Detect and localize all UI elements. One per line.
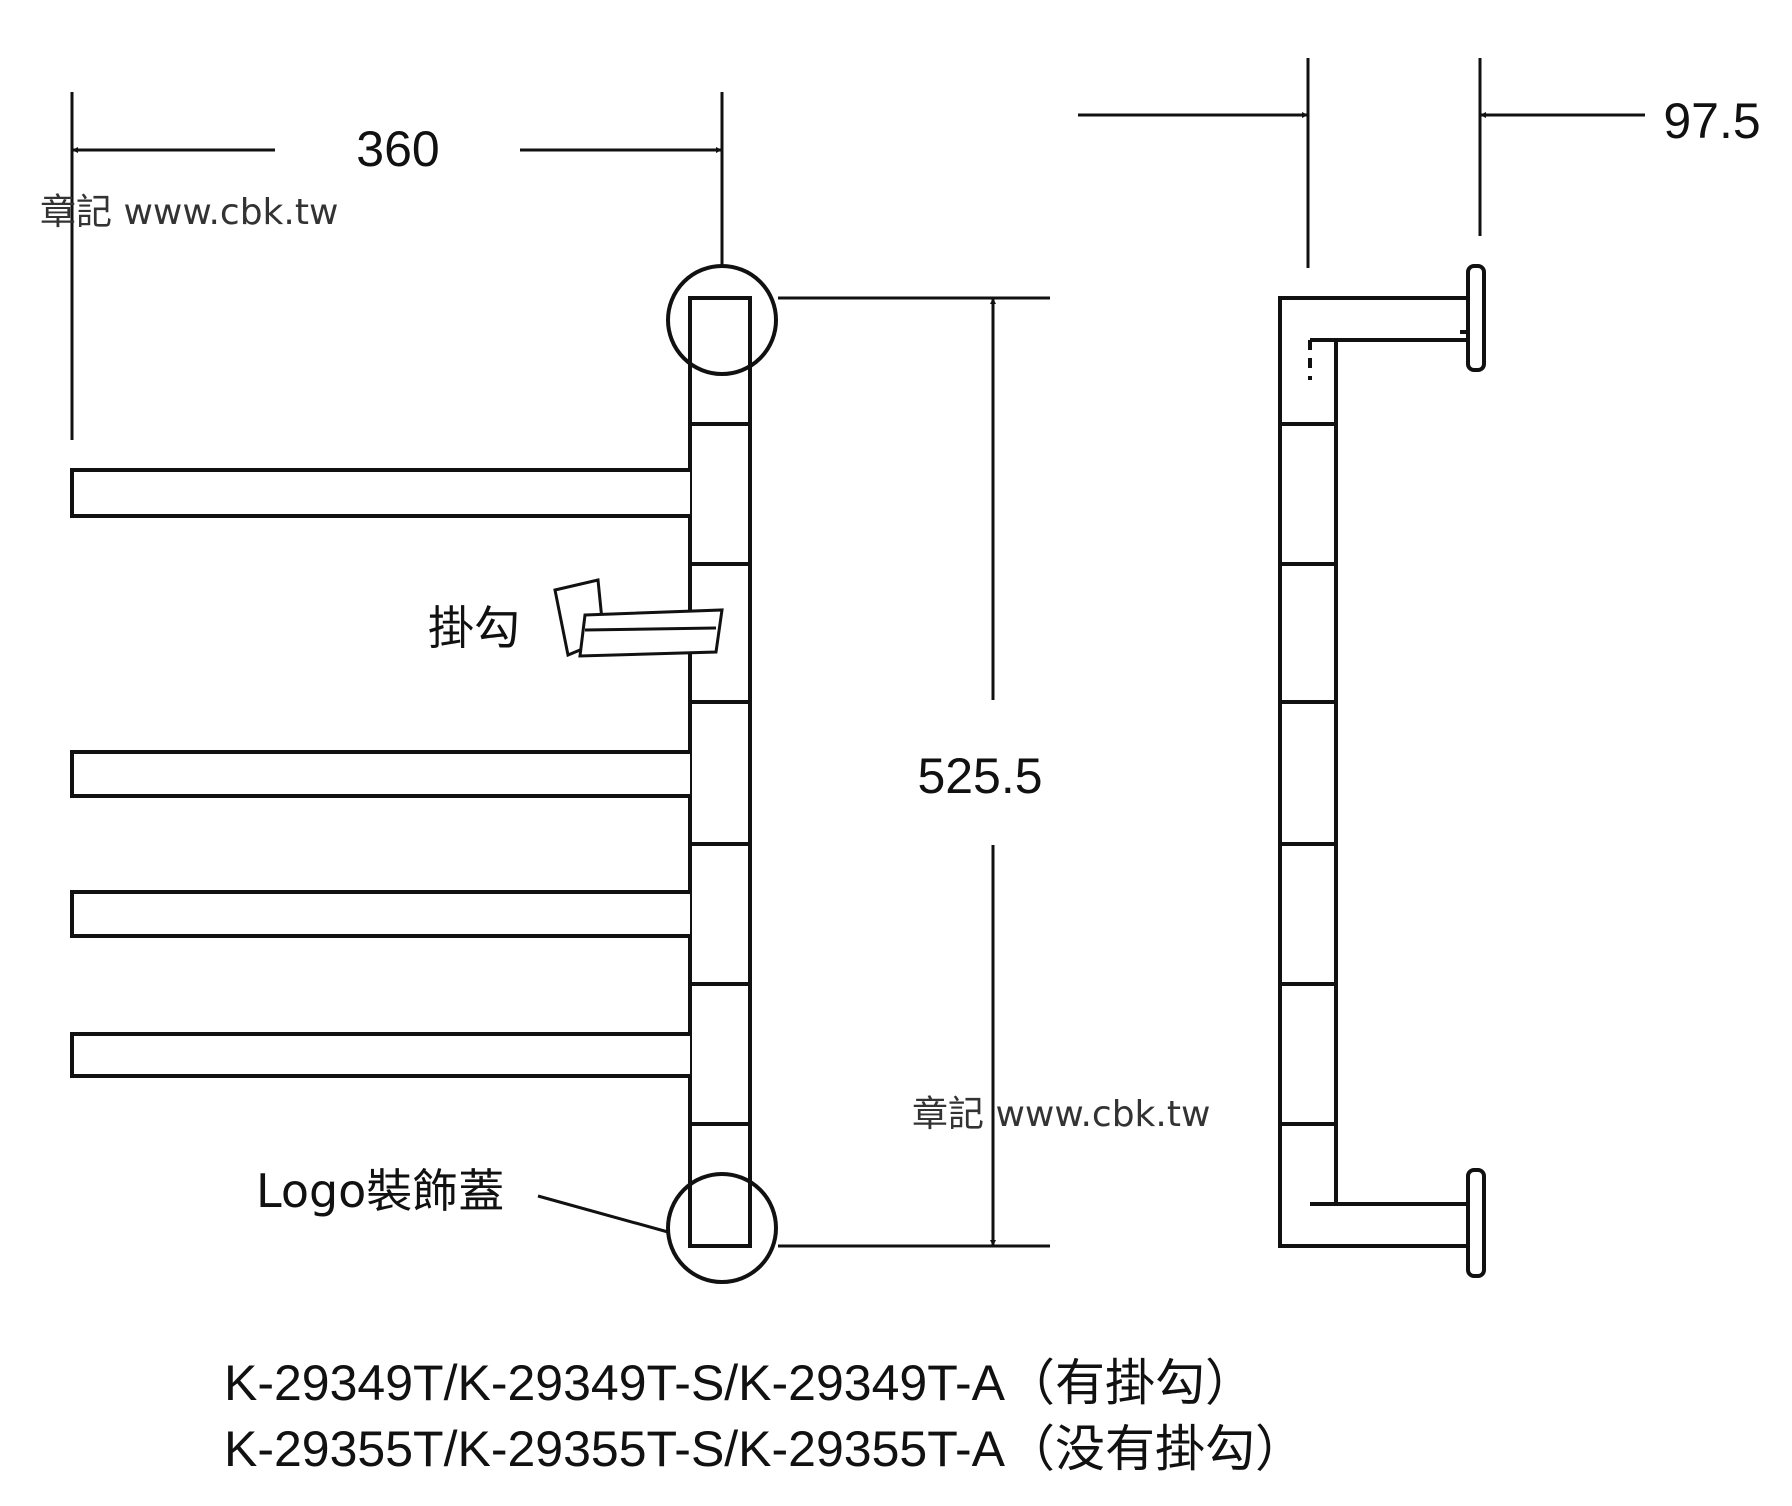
side-bracket-top bbox=[1310, 296, 1472, 342]
side-bracket-bottom bbox=[1310, 1202, 1472, 1248]
side-mount-top bbox=[1466, 264, 1486, 372]
side-post bbox=[1278, 296, 1338, 1248]
logo-cap-leader bbox=[537, 1194, 669, 1234]
depth-dimension bbox=[1078, 58, 1645, 268]
logo-cap-label: Logo裝飾蓋 bbox=[256, 1164, 504, 1218]
watermark-middle: 章記 www.cbk.tw bbox=[912, 1094, 1210, 1135]
height-dimension bbox=[778, 296, 1050, 1248]
width-value: 360 bbox=[356, 121, 439, 177]
side-view bbox=[1278, 264, 1486, 1278]
model-line-2: K-29355T/K-29355T-S/K-29355T-A（没有掛勾） bbox=[224, 1421, 1305, 1477]
depth-value: 97.5 bbox=[1663, 93, 1760, 149]
logo-cap-bottom bbox=[666, 1172, 778, 1284]
watermark-top: 章記 www.cbk.tw bbox=[40, 192, 338, 233]
model-line-1: K-29349T/K-29349T-S/K-29349T-A（有掛勾） bbox=[224, 1355, 1255, 1411]
height-value: 525.5 bbox=[917, 748, 1042, 804]
width-dimension bbox=[70, 92, 724, 440]
arm-3 bbox=[70, 890, 690, 938]
arm-1 bbox=[70, 468, 690, 518]
arm-2 bbox=[70, 750, 690, 798]
hook-label: 掛勾 bbox=[428, 601, 520, 655]
side-mount-bottom bbox=[1466, 1168, 1486, 1278]
front-view bbox=[70, 264, 778, 1284]
post bbox=[688, 296, 752, 1248]
hook-icon bbox=[553, 578, 724, 658]
arm-4 bbox=[70, 1032, 690, 1078]
